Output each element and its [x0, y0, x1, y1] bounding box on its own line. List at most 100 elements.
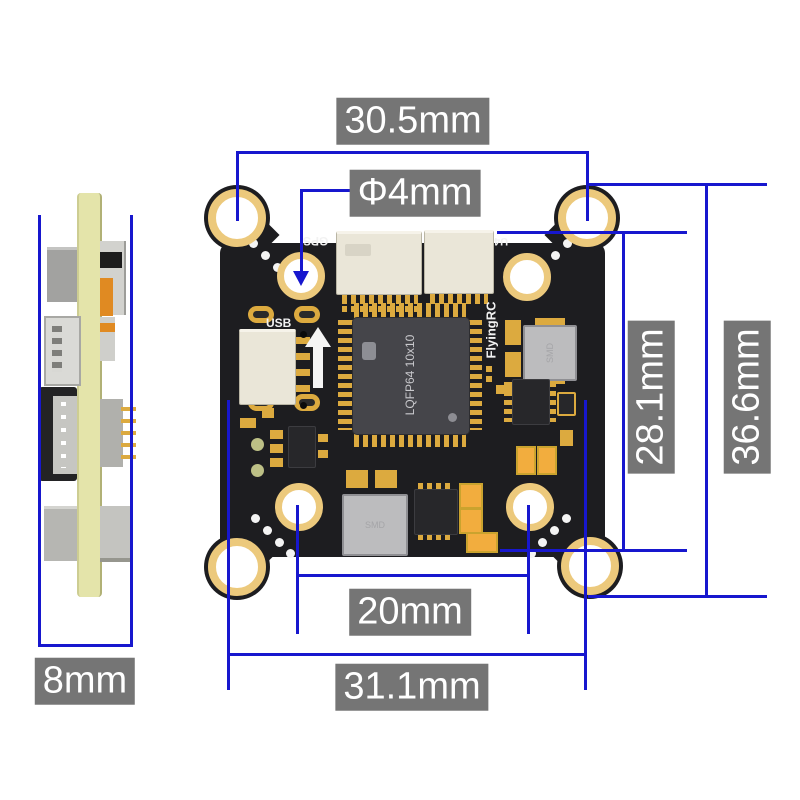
dim-leader-horizontal [301, 189, 354, 192]
dim-tick [296, 505, 299, 634]
side-connector [100, 506, 131, 562]
usb-connector [239, 329, 296, 405]
capacitor [459, 508, 483, 534]
dim-label-hole-diameter: Φ4mm [349, 169, 481, 217]
smd-pad [560, 430, 573, 446]
dim-ext [497, 231, 687, 234]
via-dot [261, 251, 270, 260]
dim-label-bottom-inner-spacing: 20mm [349, 588, 471, 636]
driver-ic [414, 489, 458, 535]
smd-pad [375, 470, 397, 488]
silkscreen-u4: U4 [494, 235, 509, 247]
dim-arrowhead [293, 271, 309, 286]
smd-pad [240, 418, 256, 428]
side-connector-pinholes [61, 402, 66, 468]
side-connector [44, 316, 81, 386]
mcu-pins-top [354, 303, 466, 318]
smd-pad [318, 434, 328, 442]
orientation-arrow-stem [313, 346, 323, 388]
solder-oval-pad [294, 306, 320, 323]
dim-label-inner-height: 28.1mm [627, 320, 675, 474]
via-dot [251, 514, 260, 523]
side-connector [100, 252, 122, 268]
side-pcb-edge [77, 193, 102, 597]
mcu-logo-icon [362, 342, 376, 360]
via-dot [263, 526, 272, 535]
button-pad [251, 464, 264, 477]
dim-label-board-thickness: 8mm [34, 657, 136, 705]
smd-pad [486, 376, 492, 382]
via-dot [286, 549, 295, 558]
via-dot [563, 239, 572, 248]
capacitor [516, 446, 536, 475]
side-connector [47, 247, 77, 302]
solder-oval-pad [248, 306, 274, 323]
smd-pad [346, 470, 368, 488]
via-dot [249, 239, 258, 248]
silkscreen-gps: GPS [303, 234, 329, 248]
dim-label-bottom-hole-spacing: 31.1mm [335, 663, 489, 711]
connector-logo [345, 244, 371, 256]
smd-pad [505, 320, 521, 345]
smd-pad [496, 385, 518, 394]
dim-ext [584, 400, 587, 690]
dim-line-inner-spacing [297, 574, 530, 577]
ic-pins [504, 382, 513, 422]
smd-pad [270, 458, 283, 467]
dim-line-thickness-bottom [38, 644, 133, 647]
side-connector [52, 326, 62, 372]
inductor-smd: SMD [523, 325, 577, 381]
dim-ext [500, 549, 687, 552]
via-dot [300, 402, 307, 409]
ic-pins [547, 382, 556, 422]
smd-pad [486, 366, 492, 372]
silkscreen-usb: USB [266, 316, 292, 330]
power-smd: SMD [342, 494, 408, 556]
gps-connector [336, 231, 422, 295]
via-dot [300, 331, 307, 338]
inductor-label: SMD [545, 343, 555, 363]
mcu-pin1-dot [448, 413, 457, 422]
smd-pad [318, 450, 328, 458]
via-dot [527, 549, 536, 558]
ic-pins [418, 483, 452, 492]
side-gold-pins [121, 407, 136, 459]
smd-pad [270, 430, 283, 439]
side-component-orange [100, 323, 115, 332]
usb-pins [293, 337, 310, 395]
solder-oval-pad [294, 394, 320, 411]
power-smd-label: SMD [365, 520, 385, 530]
dim-line-thickness-right [130, 215, 133, 647]
ic-pins [418, 531, 452, 540]
capacitor [537, 446, 557, 475]
inner-hole-bottom-left [275, 483, 323, 531]
mcu-pins-left [338, 320, 353, 430]
uart-connector [424, 230, 494, 294]
via-dot [551, 251, 560, 260]
dim-line-top-spacing [237, 151, 589, 154]
dim-line-inner-height [622, 231, 625, 552]
dim-line-bottom-spacing [228, 653, 586, 656]
via-dot [550, 526, 559, 535]
via-dot [562, 514, 571, 523]
orientation-arrow-icon [305, 327, 331, 347]
via-dot [275, 538, 284, 547]
mcu-pins-bottom [354, 432, 466, 447]
button-pad [251, 438, 264, 451]
capacitor [466, 532, 498, 553]
dim-label-top-hole-spacing: 30.5mm [336, 97, 490, 145]
dim-ext [588, 183, 767, 186]
dim-tick [527, 505, 530, 634]
silkscreen-brand: FlyingRC [483, 301, 499, 359]
smd-pad [270, 444, 283, 453]
dim-ext [227, 400, 230, 690]
mcu-pins-right [467, 320, 482, 430]
sot-ic [288, 426, 316, 468]
dim-leader-vertical [300, 189, 303, 273]
capacitor [459, 483, 483, 509]
dim-tick [236, 151, 239, 221]
dim-line-thickness-left [38, 215, 41, 647]
dim-line-board-height [705, 183, 708, 598]
dim-tick [586, 151, 589, 221]
